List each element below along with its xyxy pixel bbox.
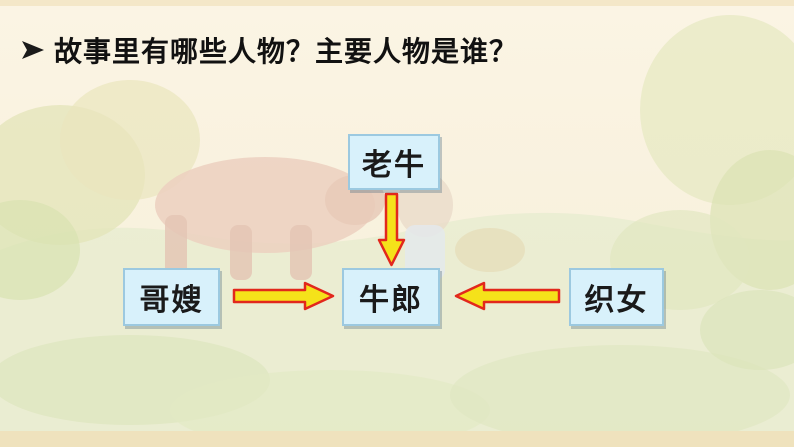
bottom-border xyxy=(0,431,794,447)
arrow-bullet-icon xyxy=(22,41,44,59)
node-brother-and-sister-in-law: 哥嫂 xyxy=(123,268,220,326)
arrow-top-to-center xyxy=(377,192,406,267)
node-niulang: 牛郎 xyxy=(342,268,440,326)
heading-text: 故事里有哪些人物？主要人物是谁？ xyxy=(54,35,519,68)
node-old-ox: 老牛 xyxy=(348,134,440,190)
question-heading: 故事里有哪些人物？主要人物是谁？ xyxy=(20,28,518,72)
top-border xyxy=(0,0,794,6)
arrow-left-to-center xyxy=(232,281,335,311)
node-zhinu: 织女 xyxy=(569,268,664,326)
arrow-right-to-center xyxy=(454,281,561,311)
